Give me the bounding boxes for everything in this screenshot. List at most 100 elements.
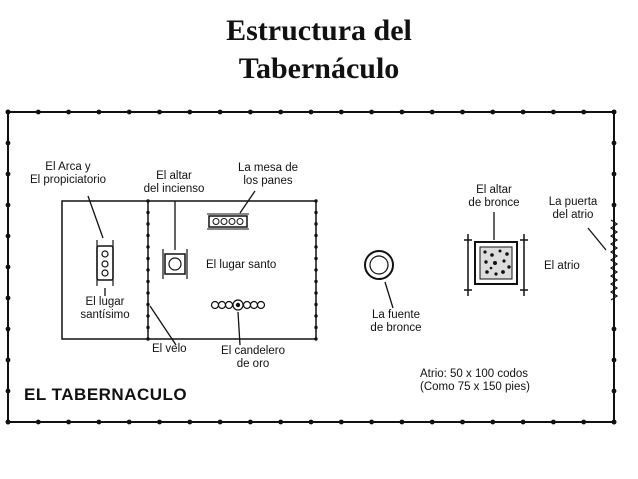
post-dot (126, 419, 132, 425)
post-dot (217, 109, 223, 115)
post-dot (248, 419, 253, 425)
post-dot (5, 388, 11, 394)
post-dot (369, 109, 374, 115)
ark-label: El Arca y El propiciatorio (24, 161, 112, 187)
lampstand-label-line-2: de oro (236, 358, 270, 370)
post-dot (314, 210, 318, 215)
holy-of-holies-label-line-2: santísimo (80, 309, 130, 321)
diagram-heading: EL TABERNACULO (24, 385, 188, 404)
page-title-line-1: Estructura del (226, 14, 412, 47)
post-dot (490, 419, 496, 425)
post-dot (146, 199, 150, 203)
lampstand-label: El candelero de oro (210, 345, 296, 371)
post-dot (157, 419, 162, 425)
post-dot (308, 109, 314, 115)
post-dot (5, 264, 11, 270)
post-dot (5, 109, 11, 115)
page-title-line-2: Tabernáculo (238, 52, 400, 85)
courtyard-label: El atrio (544, 260, 580, 272)
post-dot (5, 171, 11, 177)
measurements-line-2: (Como 75 x 150 pies) (420, 381, 530, 393)
bronze-altar-label: El altar de bronce (452, 184, 536, 210)
post-dot (146, 302, 150, 307)
post-dot (338, 419, 344, 425)
post-dot (217, 419, 223, 425)
post-dot (369, 419, 374, 425)
post-dot (146, 256, 150, 261)
post-dot (146, 291, 150, 295)
post-dot (308, 419, 314, 425)
lampstand-icon (210, 299, 266, 311)
post-dot (314, 325, 318, 330)
post-dot (126, 109, 132, 115)
post-dot (146, 337, 150, 341)
post-dot (460, 109, 465, 115)
post-dot (5, 326, 11, 332)
post-dot (338, 109, 344, 115)
ark-icon (96, 240, 114, 286)
post-dot (314, 199, 318, 203)
gate-label: La puerta del atrio (540, 196, 606, 222)
bronze-altar-icon (464, 234, 528, 296)
courtyard-posts (5, 109, 617, 425)
post-dot (96, 109, 102, 115)
post-dot (278, 109, 284, 115)
incense-altar-label-line-1: El altar (156, 170, 192, 182)
measurements-line-1: Atrio: 50 x 100 codos (420, 368, 529, 380)
post-dot (611, 419, 617, 425)
post-dot (187, 109, 193, 115)
post-dot (490, 109, 496, 115)
incense-altar-label: El altar del incienso (134, 170, 214, 196)
showbread-table-icon (207, 213, 249, 230)
post-dot (611, 109, 617, 115)
post-dot (5, 357, 11, 363)
post-dot (96, 419, 102, 425)
showbread-label-line-2: los panes (243, 175, 293, 187)
post-dot (35, 419, 41, 425)
post-dot (314, 222, 318, 226)
post-dot (399, 419, 405, 425)
ark-label-line-2: El propiciatorio (29, 174, 107, 186)
post-dot (611, 202, 617, 208)
post-dot (146, 245, 150, 249)
post-dot (551, 419, 556, 425)
tabernacle-posts (146, 199, 318, 341)
post-dot (5, 419, 11, 425)
post-dot (314, 256, 318, 261)
incense-altar-icon (162, 249, 188, 279)
post-dot (314, 291, 318, 295)
post-dot (5, 140, 11, 146)
holy-place-label: El lugar santo (206, 259, 277, 271)
veil-label: El velo (152, 343, 187, 355)
laver-label: La fuente de bronce (358, 309, 434, 335)
post-dot (5, 233, 11, 239)
post-dot (520, 419, 526, 425)
showbread-label: La mesa de los panes (226, 162, 310, 188)
post-dot (146, 233, 150, 238)
post-dot (611, 357, 617, 363)
post-dot (248, 109, 253, 115)
post-dot (146, 268, 150, 272)
bronze-altar-label-line-1: El altar (476, 184, 512, 196)
showbread-label-line-1: La mesa de (237, 162, 299, 174)
post-dot (146, 210, 150, 215)
bronze-altar-label-line-2: de bronce (468, 197, 520, 209)
post-dot (146, 314, 150, 318)
post-dot (66, 109, 71, 115)
post-dot (35, 109, 41, 115)
post-dot (314, 302, 318, 307)
post-dot (611, 326, 617, 332)
post-dot (314, 337, 318, 341)
post-dot (5, 202, 11, 208)
post-dot (314, 279, 318, 284)
post-dot (278, 419, 284, 425)
post-dot (551, 109, 556, 115)
gate-label-line-1: La puerta (548, 196, 598, 208)
holy-of-holies-label: El lugar santísimo (70, 296, 140, 322)
post-dot (187, 419, 193, 425)
post-dot (146, 325, 150, 330)
post-dot (314, 314, 318, 318)
laver-label-line-1: La fuente (372, 309, 420, 321)
holy-of-holies-label-line-1: El lugar (85, 296, 125, 308)
post-dot (314, 233, 318, 238)
